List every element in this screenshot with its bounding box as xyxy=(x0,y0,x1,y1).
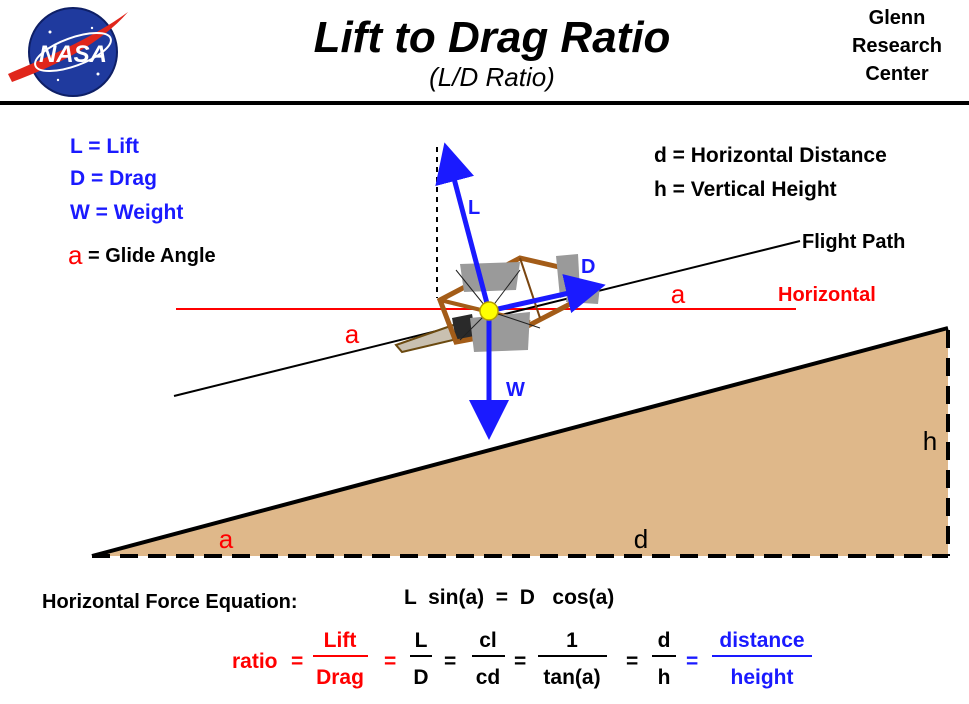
height-label: h xyxy=(923,426,937,456)
glider-aircraft xyxy=(394,254,600,354)
drag-vector xyxy=(488,274,606,314)
ratio-d-denominator: D xyxy=(413,666,428,689)
ratio-lift-numerator: Lift xyxy=(324,629,357,652)
ratio-equals-2: = xyxy=(384,650,396,673)
page-title: Lift to Drag Ratio xyxy=(314,13,671,62)
ratio-cl-numerator: cl xyxy=(479,629,497,652)
page-subtitle: (L/D Ratio) xyxy=(429,62,555,92)
center-name-line1: Glenn xyxy=(869,7,926,29)
center-name-line2: Research xyxy=(852,35,942,57)
horizontal-label: Horizontal xyxy=(778,284,876,306)
flight-path-label: Flight Path xyxy=(802,231,905,253)
ratio-distance-numerator: distance xyxy=(719,629,804,652)
ratio-l-numerator: L xyxy=(415,629,428,652)
ratio-equation: ratio = Lift Drag = L D = cl cd = 1 tan(… xyxy=(232,629,812,689)
distance-label: d xyxy=(634,524,648,554)
ratio-d-numerator: d xyxy=(658,629,671,652)
nasa-logo-text: NASA xyxy=(39,41,107,68)
center-name-line3: Center xyxy=(865,63,929,85)
weight-vector-label: W xyxy=(506,379,525,401)
legend-angle-text: = Glide Angle xyxy=(88,245,216,267)
path-angle-label-left: a xyxy=(345,319,360,349)
ratio-cd-denominator: cd xyxy=(476,666,501,689)
slope-angle-label: a xyxy=(219,524,234,554)
slope-line xyxy=(91,326,949,558)
legend-drag: D = Drag xyxy=(70,167,157,190)
ratio-one-numerator: 1 xyxy=(566,629,578,652)
ratio-h-denominator: h xyxy=(658,666,671,689)
horizontal-force-label: Horizontal Force Equation: xyxy=(42,591,298,613)
lift-vector xyxy=(435,142,492,312)
legend-weight: W = Weight xyxy=(70,201,183,224)
lift-vector-label: L xyxy=(468,197,480,219)
legend-distance: d = Horizontal Distance xyxy=(654,144,887,167)
nasa-logo: NASA xyxy=(8,7,128,97)
ratio-equals-1: = xyxy=(291,650,303,673)
center-of-gravity-dot xyxy=(479,301,499,321)
legend-angle-symbol: a xyxy=(68,240,83,270)
legend-lift: L = Lift xyxy=(70,135,139,158)
ratio-height-denominator: height xyxy=(731,666,794,689)
ratio-equals-6: = xyxy=(686,650,698,673)
ratio-drag-denominator: Drag xyxy=(316,666,364,689)
ratio-equals-4: = xyxy=(514,650,526,673)
ratio-tan-denominator: tan(a) xyxy=(543,666,600,689)
drag-vector-label: D xyxy=(581,256,595,278)
path-angle-label-right: a xyxy=(671,279,686,309)
legend-height: h = Vertical Height xyxy=(654,178,837,201)
ratio-equals-5: = xyxy=(626,650,638,673)
ratio-word: ratio xyxy=(232,650,278,673)
ratio-equals-3: = xyxy=(444,650,456,673)
horizontal-force-equation: L sin(a) = D cos(a) xyxy=(404,586,614,609)
